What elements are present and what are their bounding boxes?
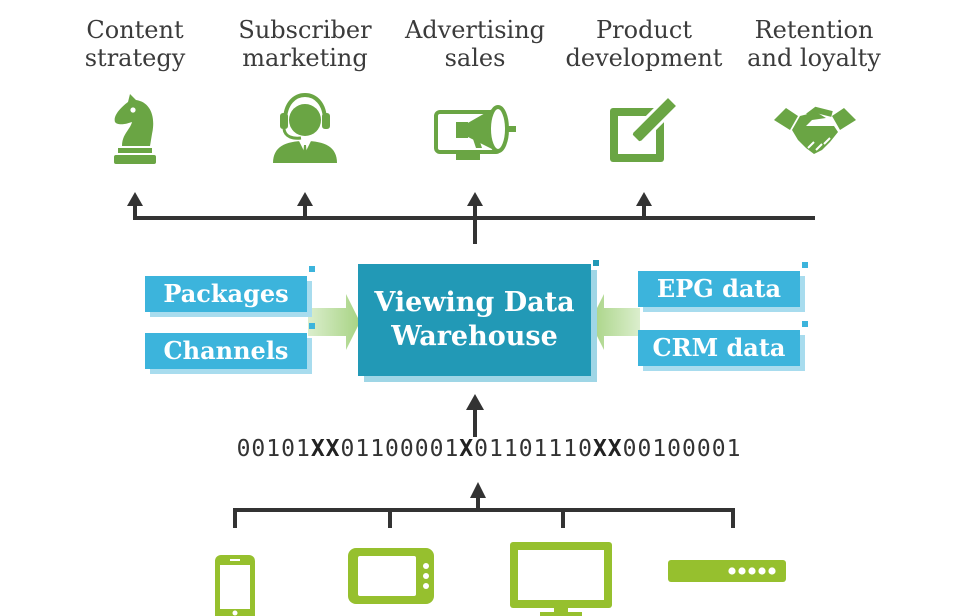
edit-pencil-icon bbox=[610, 93, 681, 162]
viewing-data-warehouse: Viewing Data Warehouse bbox=[358, 264, 591, 376]
warehouse-corner-marker bbox=[593, 260, 599, 266]
headset-agent-icon bbox=[273, 92, 337, 163]
epg-corner-marker bbox=[802, 262, 808, 268]
handshake-icon bbox=[774, 106, 856, 154]
channels-box: Channels bbox=[145, 333, 307, 369]
label-product-development: Product development bbox=[565, 16, 723, 72]
bitstream: 00101XX01100001X01101110XX00100001 bbox=[0, 436, 978, 462]
epg-data-box: EPG data bbox=[638, 271, 800, 307]
tv-monitor-icon bbox=[510, 542, 612, 616]
crm-data-box: CRM data bbox=[638, 330, 800, 366]
bit-segment: 01101110 bbox=[474, 436, 593, 462]
smartphone-icon bbox=[215, 555, 255, 616]
chess-knight-icon bbox=[114, 94, 156, 164]
packages-box: Packages bbox=[145, 276, 307, 312]
bit-segment: 00101 bbox=[236, 436, 311, 462]
label-retention-loyalty: Retention and loyalty bbox=[747, 16, 881, 72]
bit-error-segment: X bbox=[459, 436, 475, 462]
bit-error-segment: XX bbox=[310, 436, 341, 462]
set-top-box-icon bbox=[668, 560, 786, 582]
crm-corner-marker bbox=[802, 321, 808, 327]
bit-error-segment: XX bbox=[592, 436, 623, 462]
channels-corner-marker bbox=[309, 323, 315, 329]
label-advertising-sales: Advertising sales bbox=[404, 16, 546, 72]
bit-segment: 00100001 bbox=[622, 436, 742, 462]
packages-corner-marker bbox=[309, 266, 315, 272]
label-subscriber-marketing: Subscriber marketing bbox=[238, 16, 372, 72]
bit-segment: 01100001 bbox=[340, 436, 460, 462]
monitor-megaphone-icon bbox=[434, 105, 516, 160]
label-content-strategy: Content strategy bbox=[84, 16, 186, 72]
tablet-icon bbox=[348, 548, 434, 604]
